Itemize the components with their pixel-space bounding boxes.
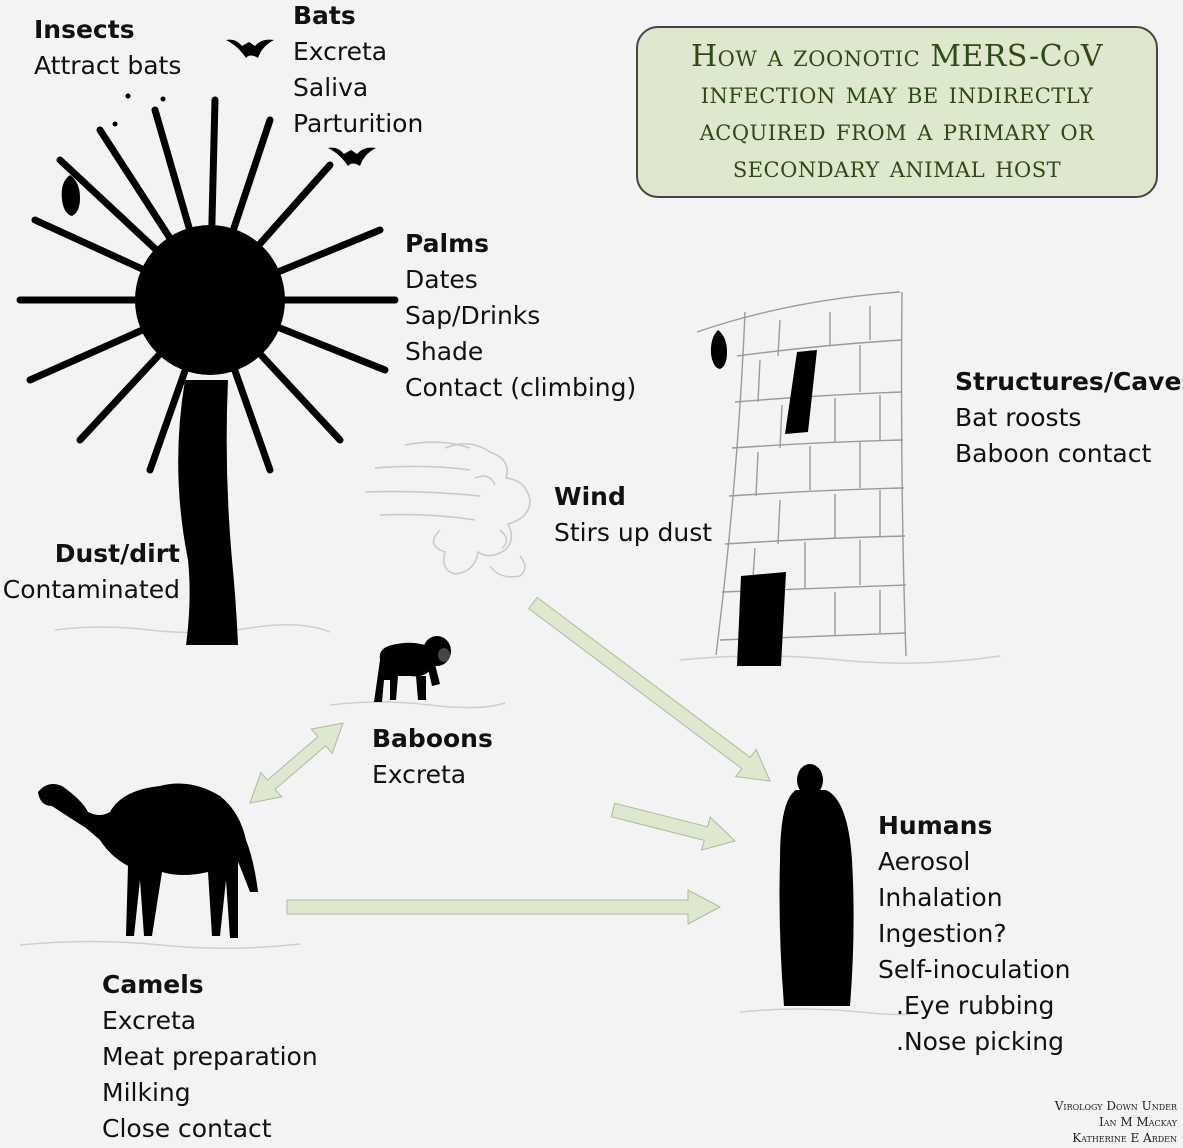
title-line: infection may be indirectly <box>700 76 1094 111</box>
structures-item: Baboon contact <box>955 439 1152 468</box>
palms-label: Palms Dates Sap/Drinks Shade Contact (cl… <box>405 226 636 406</box>
wind-heading: Wind <box>554 482 626 511</box>
camels-heading: Camels <box>102 970 204 999</box>
arrow-wind-to-humans <box>528 596 771 782</box>
palms-item: Shade <box>405 337 484 366</box>
insects-item: Attract bats <box>34 51 182 80</box>
title-box: How a zoonotic MERS-CoV infection may be… <box>636 26 1158 198</box>
bats-item: Excreta <box>293 37 388 66</box>
dust-heading: Dust/dirt <box>54 539 180 568</box>
bats-item: Saliva <box>293 73 369 102</box>
baboon-icon <box>374 636 451 702</box>
humans-heading: Humans <box>878 811 993 840</box>
camels-item: Close contact <box>102 1114 272 1143</box>
arrow-camels-to-humans <box>286 889 722 925</box>
humans-item: .Nose picking <box>896 1027 1064 1056</box>
palm-tree-icon <box>16 96 399 645</box>
title-line: How a zoonotic MERS-CoV <box>690 39 1104 74</box>
camel-icon <box>38 783 258 938</box>
baboons-label: Baboons Excreta <box>372 721 493 793</box>
humans-label: Humans Aerosol Inhalation Ingestion? Sel… <box>878 808 1070 1060</box>
palms-item: Contact (climbing) <box>405 373 637 402</box>
credits: Virology Down Under Ian M Mackay Katheri… <box>1055 1098 1177 1146</box>
hanging-bat-icon <box>710 330 727 369</box>
humans-item: Self-inoculation <box>878 955 1071 984</box>
structures-label: Structures/Caves Bat roosts Baboon conta… <box>955 364 1183 472</box>
human-icon <box>779 764 854 1006</box>
credit-line: Katherine E Arden <box>1072 1131 1177 1145</box>
insects-label: Insects Attract bats <box>34 12 181 84</box>
bats-item: Parturition <box>293 109 424 138</box>
palms-heading: Palms <box>405 229 490 258</box>
bats-label: Bats Excreta Saliva Parturition <box>293 0 423 142</box>
structures-heading: Structures/Caves <box>955 367 1183 396</box>
camels-label: Camels Excreta Meat preparation Milking … <box>102 967 318 1147</box>
wind-item: Stirs up dust <box>554 518 713 547</box>
dust-item: Contaminated <box>2 575 180 604</box>
credit-line: Virology Down Under <box>1054 1099 1177 1113</box>
palms-item: Dates <box>405 265 478 294</box>
building-icon <box>696 291 907 666</box>
baboons-item: Excreta <box>372 760 467 789</box>
ground-lines <box>19 624 1001 1016</box>
humans-item: Aerosol <box>878 847 971 876</box>
palms-item: Sap/Drinks <box>405 301 541 330</box>
wind-icon <box>364 441 531 578</box>
dust-label: Dust/dirt Contaminated <box>0 536 180 608</box>
humans-item: Inhalation <box>878 883 1003 912</box>
bats-heading: Bats <box>293 1 356 30</box>
bat-icon <box>328 147 376 166</box>
camels-item: Excreta <box>102 1006 197 1035</box>
baboons-heading: Baboons <box>372 724 493 753</box>
wind-label: Wind Stirs up dust <box>554 479 712 551</box>
arrow-baboons-to-humans <box>610 802 736 851</box>
structures-item: Bat roosts <box>955 403 1082 432</box>
title-line: secondary animal host <box>732 150 1062 185</box>
insects-icon <box>112 93 166 127</box>
camels-item: Milking <box>102 1078 191 1107</box>
title-line: acquired from a primary or <box>699 113 1095 148</box>
credit-line: Ian M Mackay <box>1098 1115 1177 1129</box>
arrow-camels-baboons <box>249 722 344 804</box>
bat-icon <box>226 39 274 58</box>
camels-item: Meat preparation <box>102 1042 318 1071</box>
humans-item: Ingestion? <box>878 919 1007 948</box>
hanging-bat-icon <box>61 175 80 216</box>
insects-heading: Insects <box>34 15 135 44</box>
arrows-layer <box>249 596 771 925</box>
humans-item: .Eye rubbing <box>896 991 1055 1020</box>
